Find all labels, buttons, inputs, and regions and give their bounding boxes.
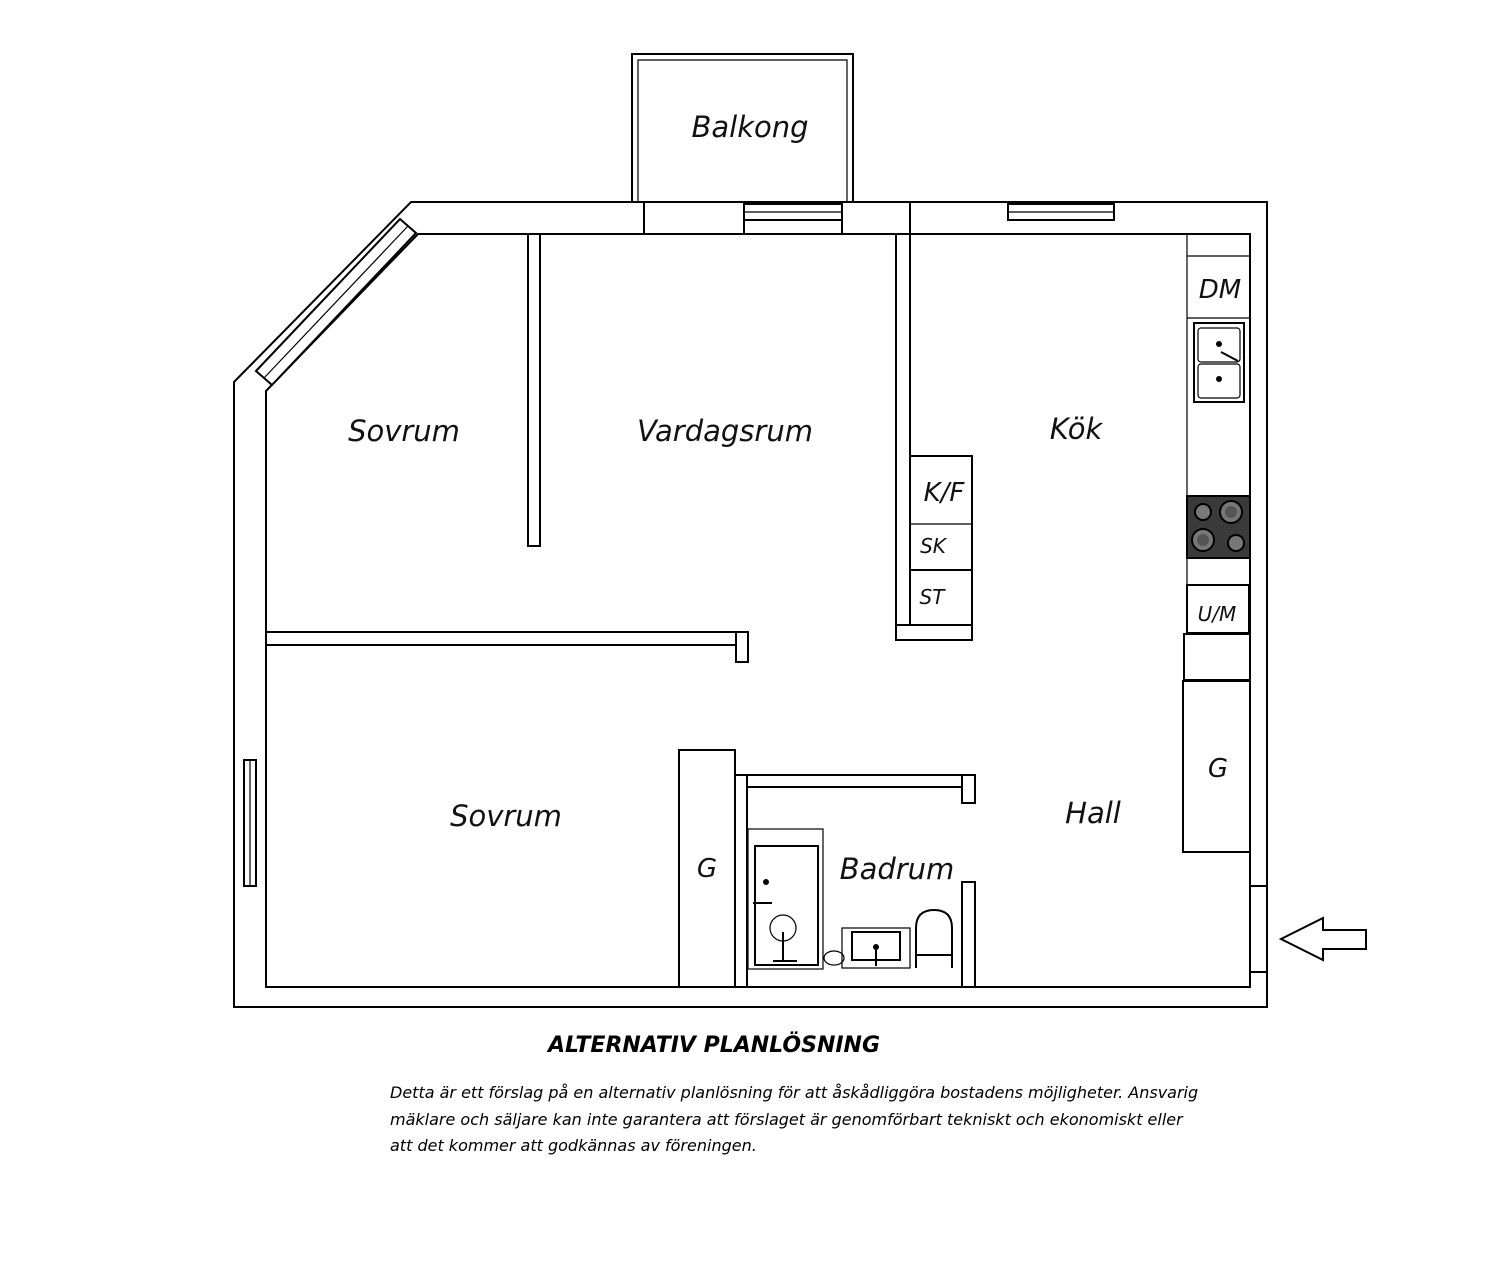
interior-walls xyxy=(265,201,1268,988)
room-label-kok: Kök xyxy=(1050,412,1104,446)
fixture-label-um: U/M xyxy=(1198,602,1237,626)
sink-icon xyxy=(1193,322,1245,403)
room-label-sovrum-1: Sovrum xyxy=(348,414,460,448)
caption-text: Detta är ett förslag på en alternativ pl… xyxy=(390,1083,1199,1155)
room-label-balkong: Balkong xyxy=(691,110,808,144)
fridge-freezer xyxy=(909,455,973,626)
fixture-label-garderob-sovrum: G xyxy=(697,854,717,884)
window-bedroom xyxy=(243,759,257,887)
room-label-vardagsrum: Vardagsrum xyxy=(637,414,813,448)
entrance-arrow-icon xyxy=(1278,916,1367,962)
window-kitchen xyxy=(1007,203,1115,221)
fixture-label-dm: DM xyxy=(1199,275,1241,305)
hall-wardrobe xyxy=(1182,680,1251,853)
room-label-badrum: Badrum xyxy=(840,852,955,886)
fixture-label-st: ST xyxy=(920,585,947,609)
window-diagonal xyxy=(254,217,418,387)
stove-icon xyxy=(1186,495,1251,559)
fixture-label-sk: SK xyxy=(920,534,948,558)
window-living xyxy=(743,203,843,221)
fixture-label-garderob-hall: G xyxy=(1208,754,1228,784)
um-cabinet xyxy=(1186,584,1250,634)
toilet-icon xyxy=(915,908,953,968)
caption-title: ALTERNATIV PLANLÖSNING xyxy=(548,1033,881,1058)
fixture-label-kf: K/F xyxy=(924,478,966,508)
washbasin-icon xyxy=(823,927,911,969)
room-label-hall: Hall xyxy=(1065,796,1121,830)
shower-icon xyxy=(747,828,824,970)
outer-walls xyxy=(233,201,1268,1008)
room-label-sovrum-2: Sovrum xyxy=(450,799,562,833)
